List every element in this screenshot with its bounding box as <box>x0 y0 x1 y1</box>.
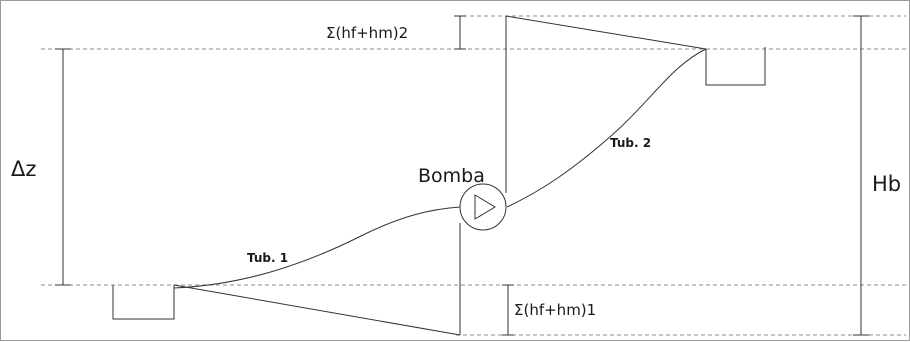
pipe-1 <box>173 206 461 289</box>
losses-1-label: Σ(hf+hm)1 <box>514 301 596 319</box>
pump-arrow-icon <box>474 194 496 220</box>
delta-z-label: Δz <box>11 157 36 181</box>
pipe-2-label: Tub. 2 <box>610 136 651 150</box>
pump-icon <box>459 183 507 231</box>
pump-label: Bomba <box>418 165 485 187</box>
energy-line-suction <box>173 284 461 336</box>
pipe-2 <box>506 48 707 208</box>
lower-reservoir-tank <box>112 285 175 320</box>
losses-2-label: Σ(hf+hm)2 <box>326 24 408 42</box>
upper-reservoir-tank <box>705 47 766 86</box>
hb-label: Hb <box>872 172 901 196</box>
energy-line-discharge <box>505 15 707 50</box>
pipe-1-label: Tub. 1 <box>247 251 288 265</box>
